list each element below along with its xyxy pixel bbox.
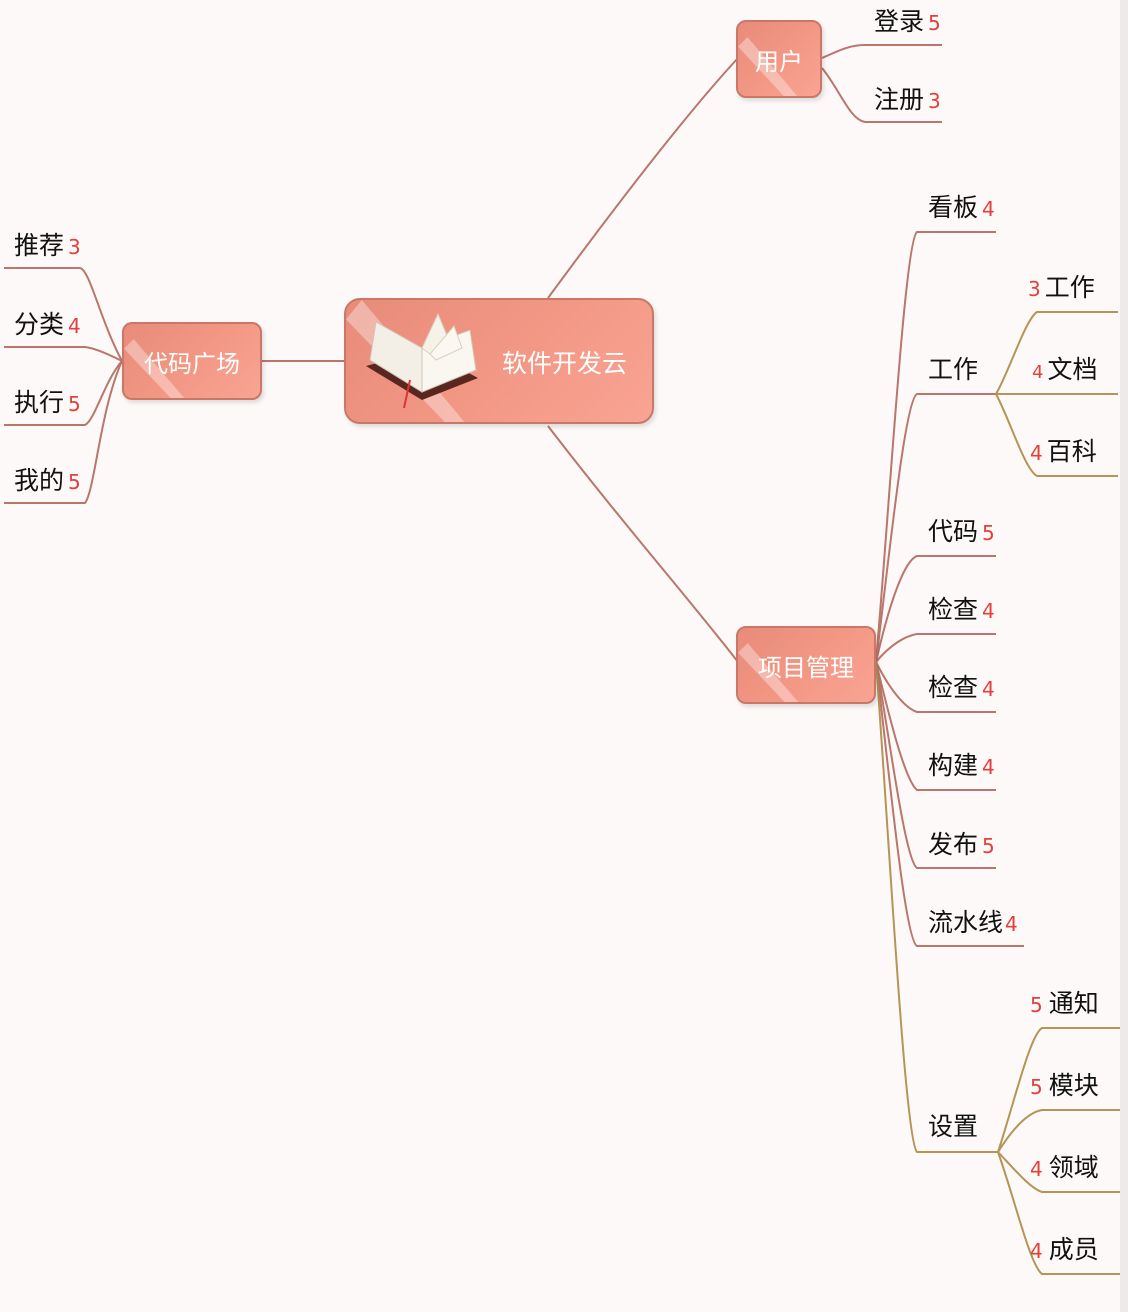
leaf-count: 4 [68,314,81,338]
root-label: 软件开发云 [502,349,628,378]
leaf-label: 分类 [14,310,65,339]
leaf-label: 注册 [874,85,925,114]
connector-plaza-mine [4,360,123,504]
open-book-icon [358,308,488,418]
leaf-count: 4 [982,755,995,779]
connector-project-kanban [875,231,996,663]
connector-plaza-recommend [4,267,123,362]
connector-work-work [995,311,1118,395]
connector-settings-module [997,1109,1122,1153]
leaf-count: 3 [68,235,81,259]
branch-node-user[interactable]: 用户 [736,20,822,98]
leaf-count: 5 [928,11,941,35]
connector-plaza-category [4,346,123,362]
connector-project-code [875,555,996,663]
leaf-count: 4 [982,677,995,701]
leaf-label: 构建 [928,751,979,780]
leaf-count: 4 [1030,441,1043,465]
connector-project-build [875,661,996,791]
leaf-count: 5 [982,834,995,858]
connector-user-login [821,44,942,59]
connector-root-user [547,57,739,299]
leaf-count: 4 [1030,1157,1043,1181]
subbranch-settings[interactable]: 设置 [928,1111,978,1143]
leaf-label: 设置 [928,1112,979,1141]
leaf-count: 3 [1028,277,1041,301]
leaf-label: 通知 [1048,989,1099,1018]
leaf-label: 模块 [1048,1071,1099,1100]
connector-project-settings [875,661,998,1153]
connector-settings-member [997,1151,1122,1275]
leaf-label: 工作 [1044,273,1095,302]
connector-work-wiki [995,393,1118,477]
branch-node-project[interactable]: 项目管理 [736,626,876,704]
leaf-label: 推荐 [14,231,65,260]
connector-plaza-execute [4,360,123,426]
leaf-count: 4 [1005,912,1018,936]
leaf-label: 领域 [1048,1153,1099,1182]
connector-project-release [875,661,996,869]
connector-project-check2 [875,661,996,713]
subbranch-work[interactable]: 工作 [928,354,978,386]
connector-project-check1 [875,633,996,663]
leaf-label: 检查 [928,595,979,624]
leaf-label: 工作 [928,355,979,384]
leaf-count: 5 [1030,993,1043,1017]
leaf-count: 5 [982,521,995,545]
branch-label-project: 项目管理 [758,653,854,682]
connector-root-project [547,425,739,663]
leaf-count: 4 [1032,362,1044,383]
connector-settings-notify [997,1027,1122,1153]
leaf-label: 我的 [14,466,65,495]
connector-settings-domain [997,1151,1122,1193]
connector-project-work [875,393,996,663]
leaf-count: 5 [68,392,81,416]
branch-label-user: 用户 [755,47,803,76]
leaf-count: 3 [928,89,941,113]
leaf-label: 成员 [1048,1235,1099,1264]
leaf-label: 执行 [14,388,65,417]
leaf-label: 检查 [928,673,979,702]
branch-label-plaza: 代码广场 [144,349,240,378]
leaf-label: 发布 [928,830,979,859]
root-node[interactable]: 软件开发云 [344,298,654,424]
leaf-count: 5 [68,470,81,494]
leaf-label: 代码 [928,517,979,546]
branch-node-plaza[interactable]: 代码广场 [122,322,262,400]
leaf-count: 4 [982,599,995,623]
leaf-count: 4 [982,197,995,221]
connector-user-register [821,67,942,123]
leaf-label: 文档 [1047,355,1098,384]
vertical-scrollbar[interactable] [1120,0,1128,1312]
leaf-label: 百科 [1046,437,1097,466]
leaf-count: 4 [1030,1239,1043,1263]
leaf-label: 看板 [928,193,979,222]
leaf-label: 登录 [874,7,925,36]
leaf-label: 流水线 [928,908,1004,937]
leaf-count: 5 [1030,1075,1043,1099]
connector-project-pipeline [875,661,1024,947]
